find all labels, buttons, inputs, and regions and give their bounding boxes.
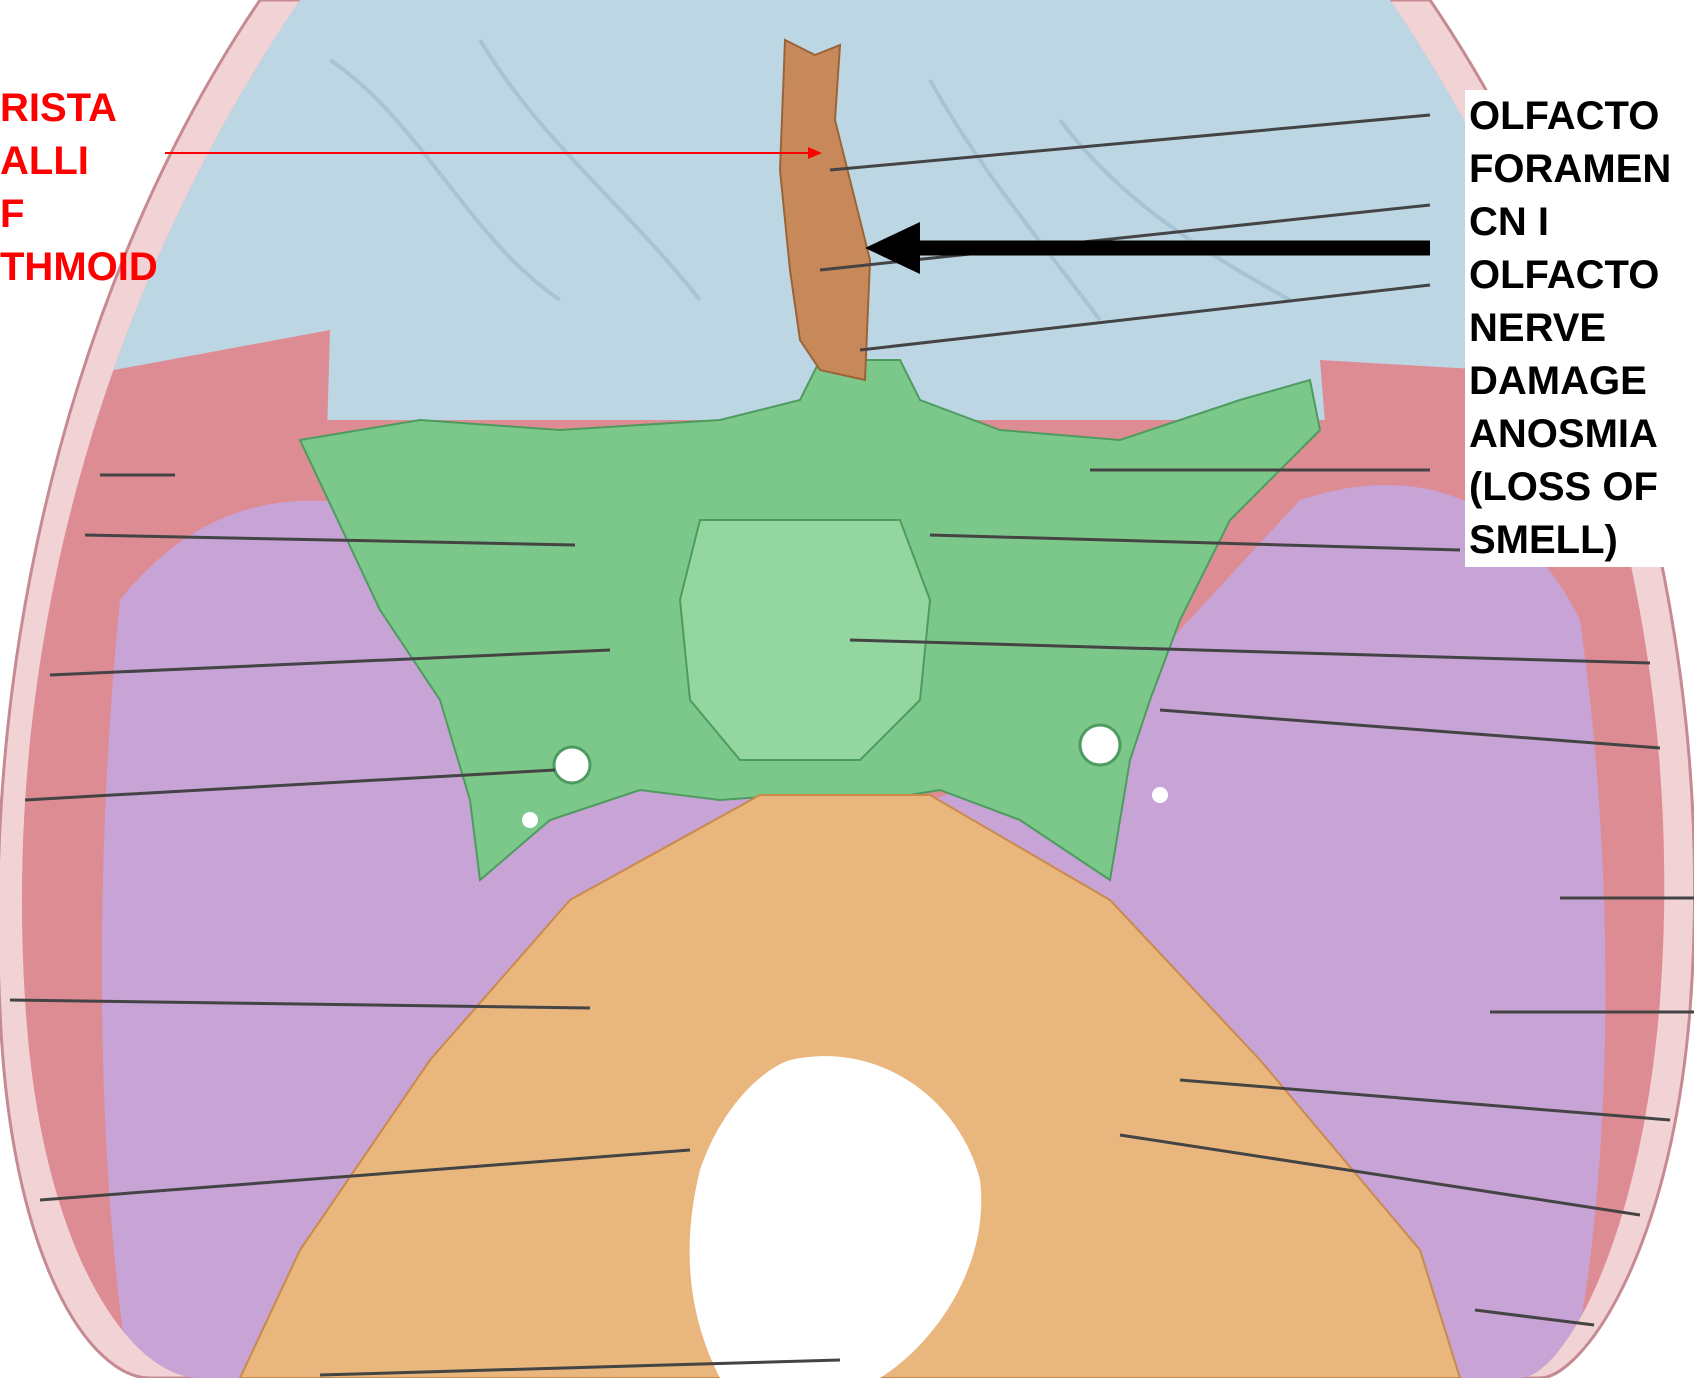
foramen-spinosum-right [1152,787,1168,803]
olfactory-label-line: SMELL) [1469,514,1671,567]
olfactory-label-line: CN I [1469,196,1671,249]
olfactory-label-line: NERVE [1469,302,1671,355]
crista-galli-label-line: F [0,188,158,241]
foramen-ovale-left [554,747,590,783]
foramen-spinosum-left [522,812,538,828]
crista-galli-label-line: ALLI [0,135,158,188]
olfactory-label-line: ANOSMIA [1469,408,1671,461]
olfactory-label-line: DAMAGE [1469,355,1671,408]
foramen-ovale-right [1080,725,1120,765]
crista-galli-label-line: THMOID [0,241,158,294]
olfactory-label-line: OLFACTO [1469,249,1671,302]
crista-galli-label-line: RISTA [0,82,158,135]
olfactory-label-line: (LOSS OF [1469,461,1671,514]
olfactory-label: OLFACTO FORAMEN CN I OLFACTO NERVE DAMAG… [1465,90,1671,567]
olfactory-label-line: FORAMEN [1469,143,1671,196]
olfactory-label-line: OLFACTO [1469,90,1671,143]
crista-galli-label: RISTA ALLI F THMOID [0,82,158,294]
